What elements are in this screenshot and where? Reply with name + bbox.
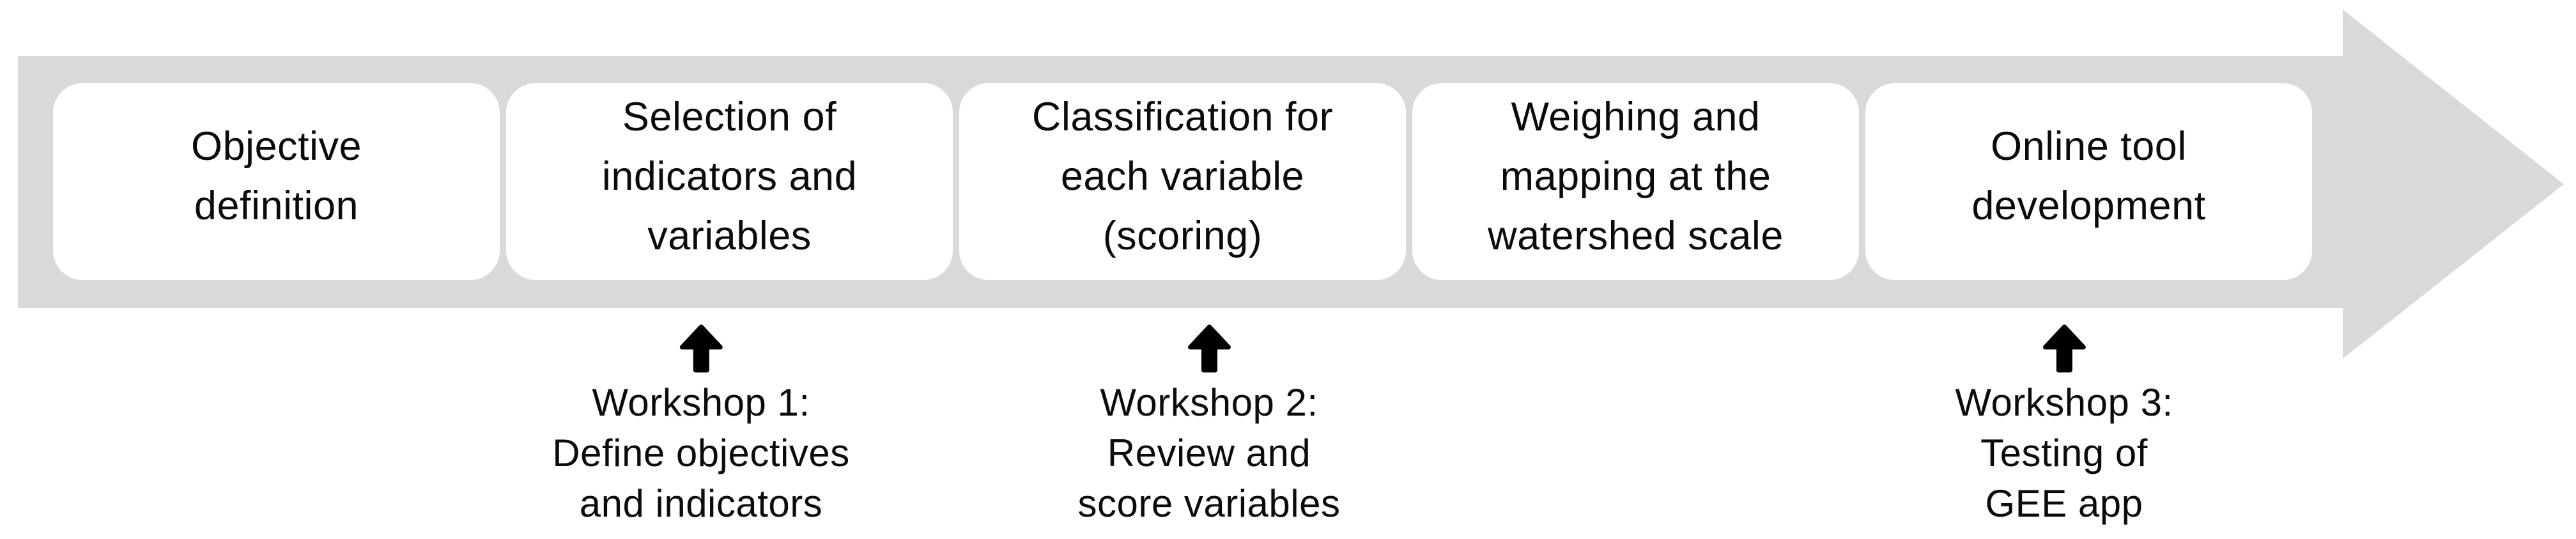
workshop-label: Workshop 3: Testing of GEE app [1955,381,2173,525]
process-step-weighing-and-mapping: Weighing and mapping at the watershed sc… [1412,83,1859,280]
process-step-selection-of-indicators: Selection of indicators and variables [506,83,953,280]
workshop-annotation-2: Workshop 2: Review and score variables [1077,324,1340,529]
process-step-objective-definition: Objective definition [53,83,500,280]
workshop-label: Workshop 1: Define objectives and indica… [552,381,850,525]
workshop-annotation-3: Workshop 3: Testing of GEE app [1955,324,2173,529]
up-arrow-icon [1187,324,1231,373]
up-arrow-icon [679,324,723,373]
workshop-annotation-1: Workshop 1: Define objectives and indica… [552,324,849,529]
up-arrow-icon [2042,324,2086,373]
process-arrow-head [2343,10,2564,359]
process-steps-row: Objective definition Selection of indica… [53,83,2312,280]
workshop-label: Workshop 2: Review and score variables [1077,381,1341,525]
process-step-classification-scoring: Classification for each variable (scorin… [959,83,1406,280]
process-step-online-tool-development: Online tool development [1865,83,2312,280]
